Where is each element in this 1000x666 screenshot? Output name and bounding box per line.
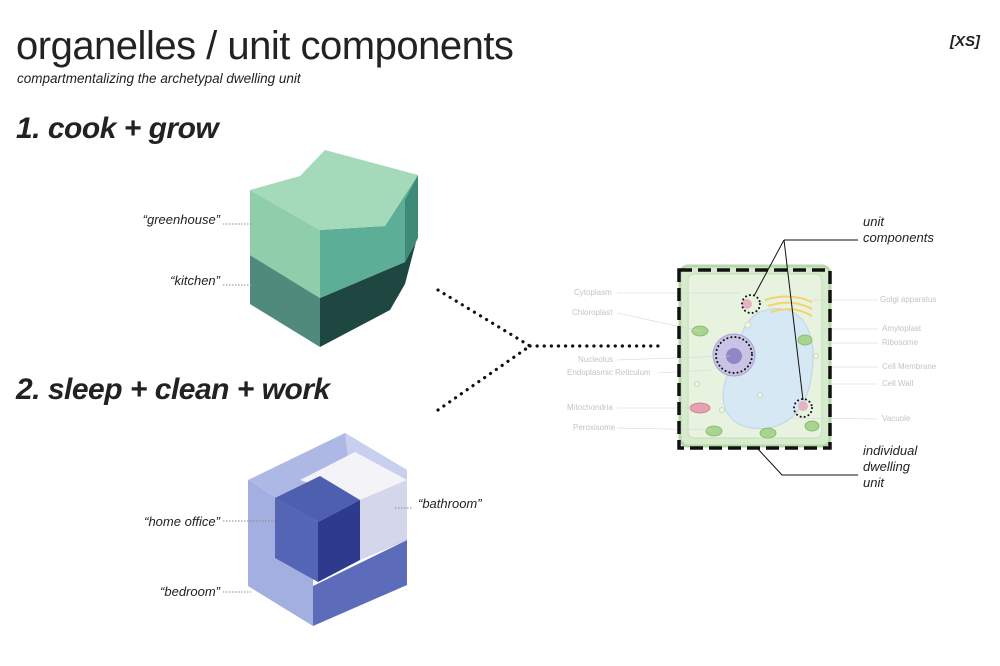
mitochondrion bbox=[689, 402, 711, 414]
kitchen-block-left-face bbox=[250, 255, 320, 347]
callout-bottom-line-3: unit bbox=[863, 475, 884, 490]
component-highlights bbox=[715, 294, 813, 418]
greenhouse-front-face bbox=[320, 175, 418, 298]
callout-top-line-2: components bbox=[863, 230, 934, 245]
peroxisome bbox=[742, 299, 752, 309]
callout-bottom-line-2: dwelling bbox=[863, 459, 910, 474]
ribosomes bbox=[694, 321, 819, 413]
cell-label-cell-membrane: Cell Membrane bbox=[882, 362, 937, 371]
plant-cell-illustration bbox=[616, 264, 879, 450]
cell-label-endoplasmic-reticulum: Endoplasmic Reticulum bbox=[567, 368, 651, 377]
home-office-left bbox=[275, 498, 318, 582]
greenhouse-edge-right bbox=[405, 175, 418, 262]
cell-label-nucleolus: Nucleolus bbox=[578, 355, 614, 364]
cell-label-leaders bbox=[616, 292, 879, 431]
nucleolus bbox=[726, 348, 742, 364]
cell-label-mitochondria: Mitochondria bbox=[567, 403, 613, 412]
page-subtitle: compartmentalizing the archetypal dwelli… bbox=[17, 71, 301, 86]
home-office-front bbox=[318, 500, 360, 582]
home-office-label: “home office” bbox=[144, 514, 220, 529]
greenhouse-roof bbox=[250, 150, 418, 230]
page-title: organelles / unit components bbox=[16, 24, 514, 68]
cell-label-vacuole: Vacuole bbox=[882, 414, 911, 423]
sleep-clean-work-module bbox=[248, 433, 407, 626]
home-office-top bbox=[275, 476, 360, 522]
size-tag: [XS] bbox=[950, 33, 980, 50]
unit-components-callout: unit components bbox=[863, 214, 934, 246]
bathroom-front bbox=[360, 480, 407, 560]
bathroom-label: “bathroom” bbox=[418, 496, 482, 511]
chloroplasts bbox=[691, 325, 820, 439]
callout-leaders bbox=[753, 239, 858, 476]
bedroom-label: “bedroom” bbox=[160, 584, 220, 599]
kitchen-block-front-face bbox=[320, 242, 416, 347]
cell-label-cell-wall: Cell Wall bbox=[882, 379, 914, 388]
amyloplast bbox=[798, 401, 808, 411]
cell-label-golgi-apparatus: Golgi apparatus bbox=[880, 295, 937, 304]
cell-label-peroxisome: Peroxisome bbox=[573, 423, 616, 432]
greenhouse-label: “greenhouse” bbox=[142, 212, 220, 227]
cell-label-amyloplast: Amyloplast bbox=[882, 324, 922, 333]
callout-top-line-1: unit bbox=[863, 214, 884, 229]
kitchen-label: “kitchen” bbox=[170, 273, 220, 288]
greenhouse-left-face bbox=[250, 190, 320, 298]
module-leader-lines bbox=[223, 223, 412, 593]
cell-label-ribosome: Ribosome bbox=[882, 338, 919, 347]
cell-label-cytoplasm: Cytoplasm bbox=[574, 288, 612, 297]
callout-bottom-line-1: individual bbox=[863, 443, 918, 458]
connector-lines bbox=[436, 288, 662, 412]
section-heading-cook-grow: 1. cook + grow bbox=[16, 112, 219, 145]
cook-grow-module bbox=[250, 150, 418, 347]
unit-boundary bbox=[677, 268, 832, 450]
individual-dwelling-unit-callout: individual dwelling unit bbox=[863, 443, 917, 491]
cell-label-chloroplast: Chloroplast bbox=[572, 308, 613, 317]
section-heading-sleep-clean-work: 2. sleep + clean + work bbox=[16, 373, 330, 406]
bedroom-front-face bbox=[313, 540, 407, 626]
